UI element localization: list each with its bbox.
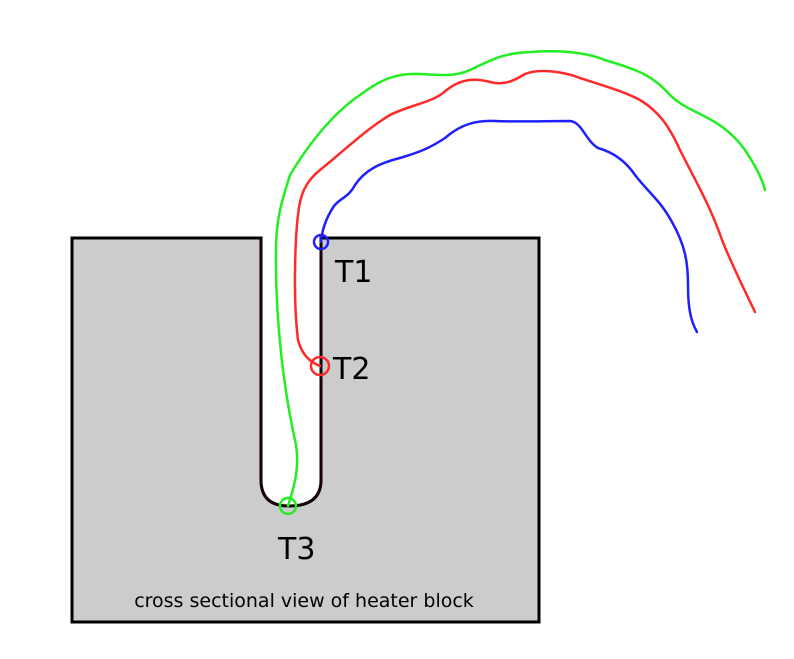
wire-t2 <box>293 69 757 368</box>
probe-marker-t2 <box>309 355 331 377</box>
probe-label-t1: T1 <box>334 255 372 290</box>
diagram-caption: cross sectional view of heater block <box>134 590 474 612</box>
slot-inner-edge <box>260 240 322 507</box>
probe-marker-t1 <box>312 233 330 251</box>
probe-marker-t3 <box>278 496 298 516</box>
probe-label-t3: T3 <box>277 532 315 567</box>
wire-t1 <box>319 119 699 334</box>
wire-t3 <box>274 50 767 508</box>
probe-label-t2: T2 <box>332 352 370 387</box>
